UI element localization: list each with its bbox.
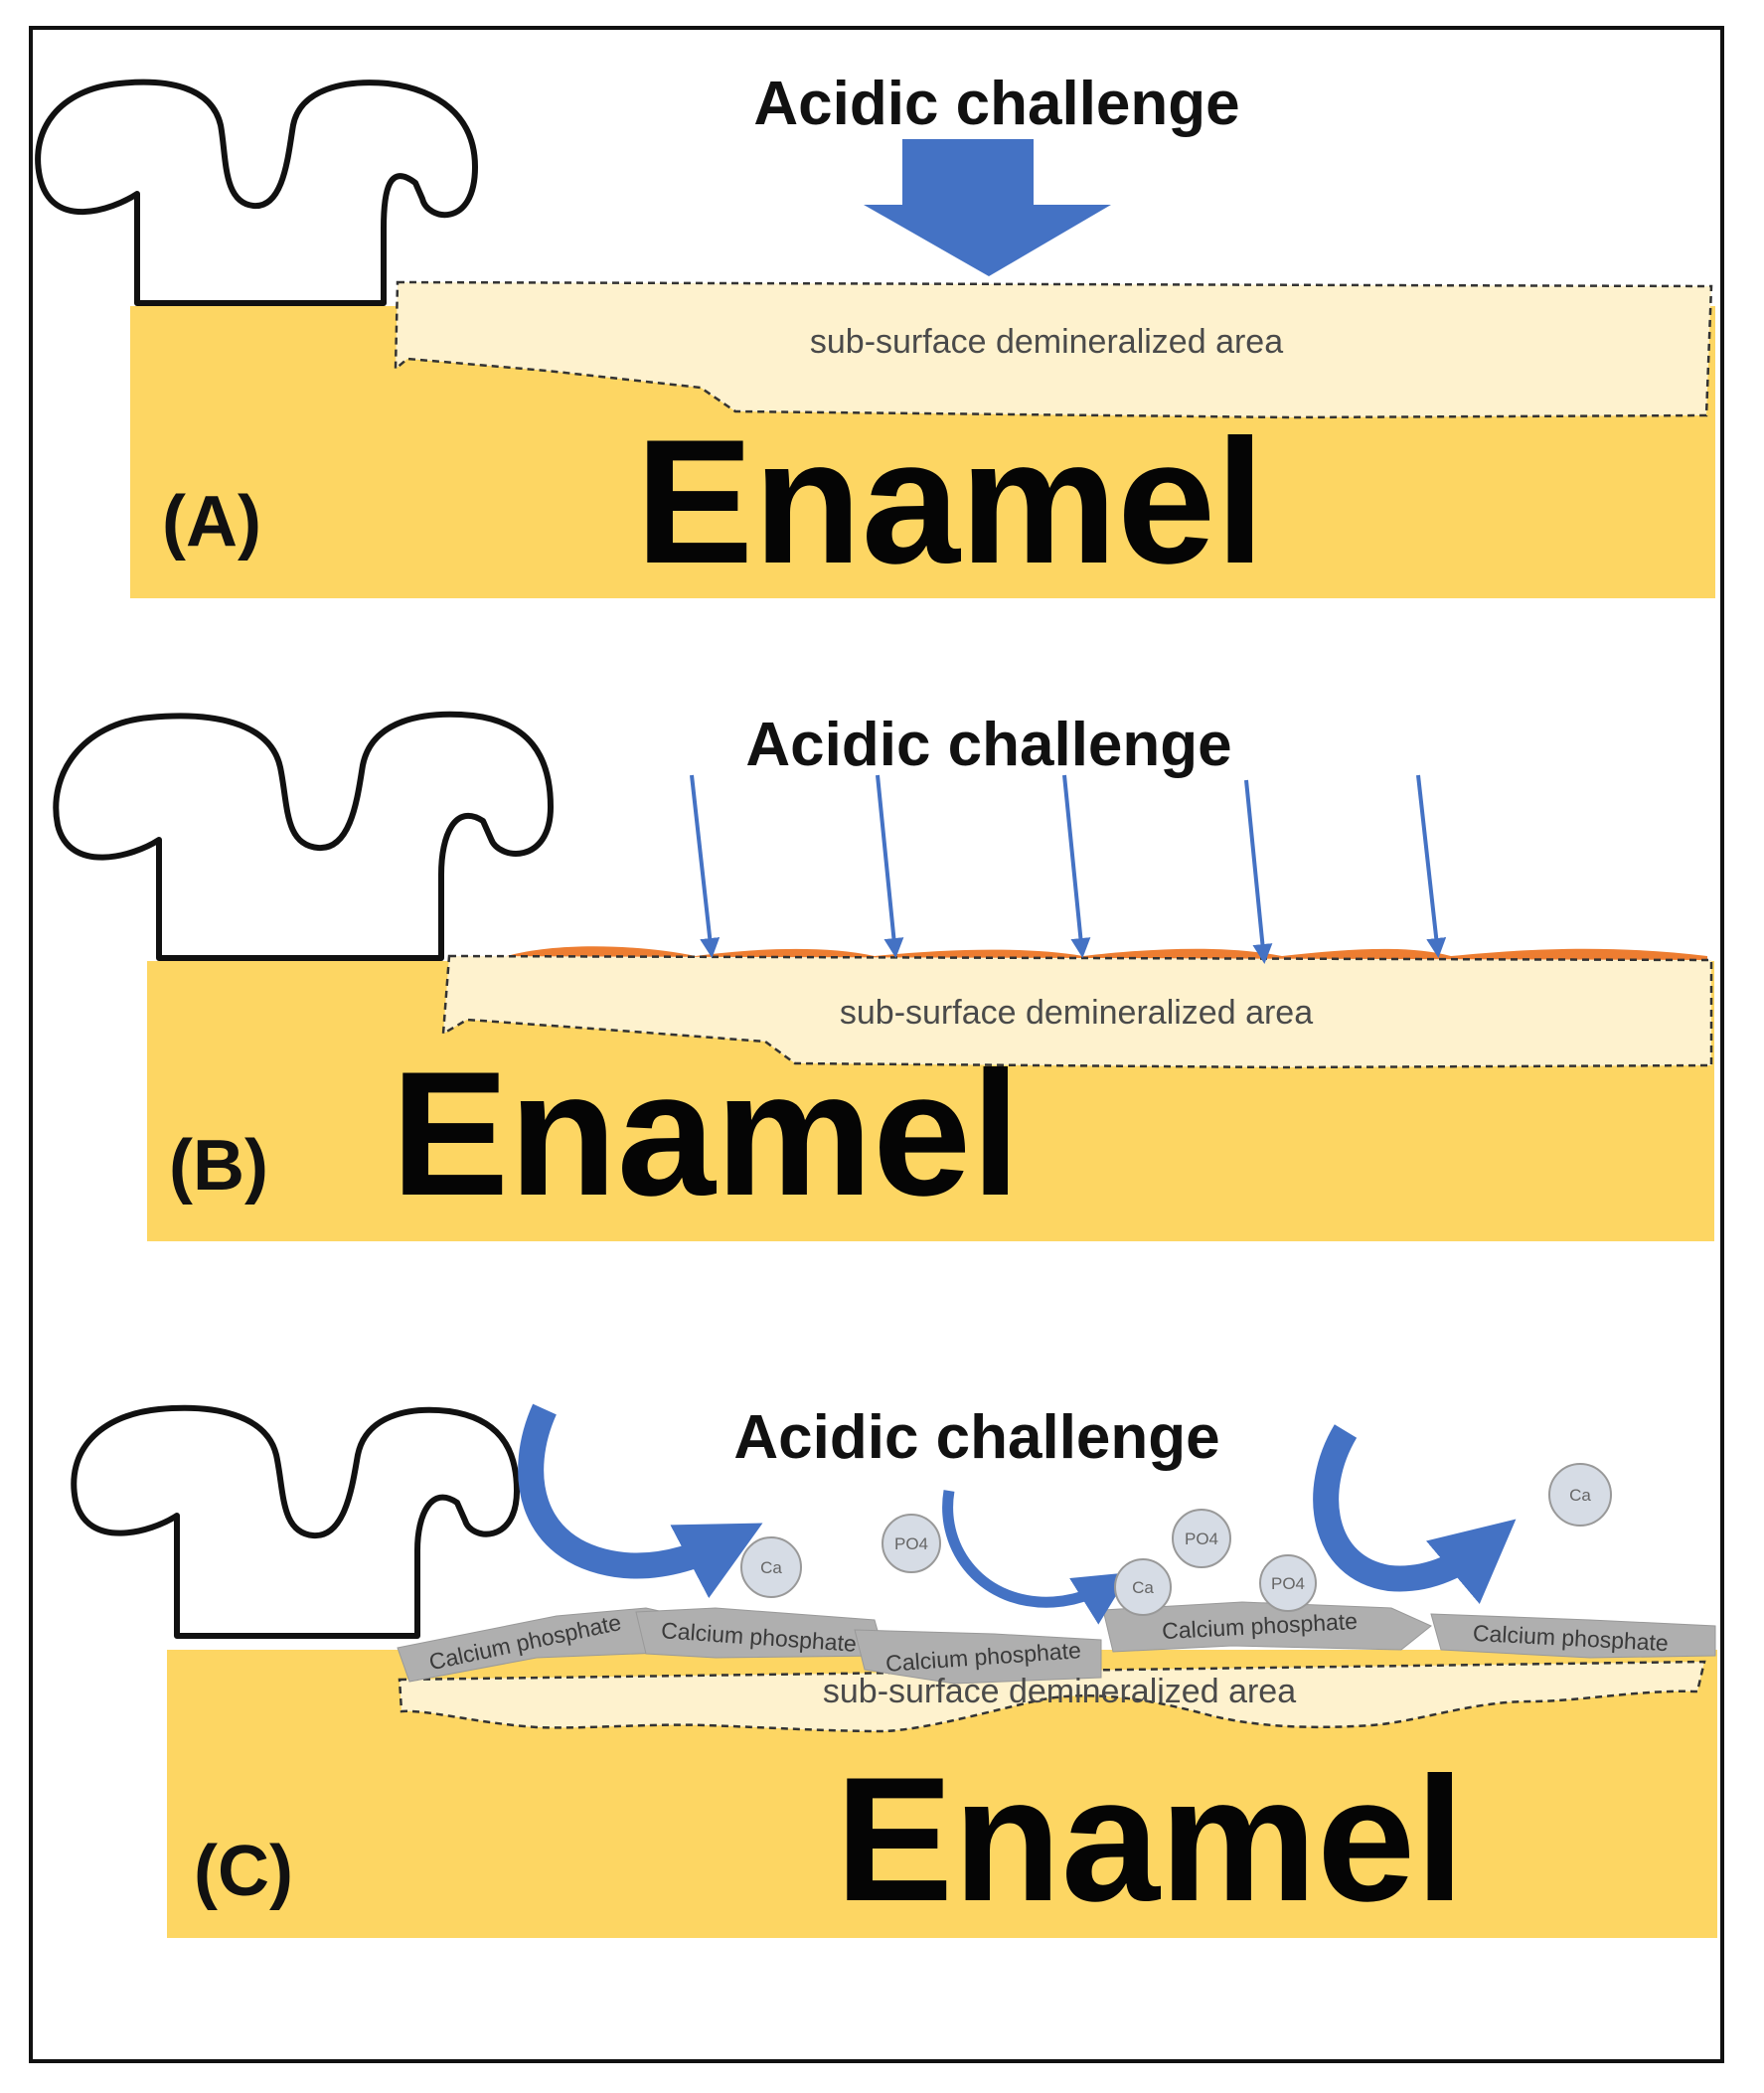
bracket-outline-b — [53, 711, 554, 961]
phosphate-ion — [882, 1514, 941, 1573]
ion-label: Ca — [760, 1558, 782, 1577]
calcium-ion — [1548, 1463, 1612, 1527]
curved-arrow-c — [942, 1490, 1131, 1625]
panel-label-a: (A) — [162, 482, 261, 562]
curved-arrows-c — [518, 1403, 1517, 1625]
ion-label: PO4 — [894, 1534, 928, 1553]
enamel-label-b: Enamel — [391, 1035, 1020, 1232]
calcium-ion — [740, 1536, 802, 1598]
calcium-phosphate-layer-c — [397, 1601, 1716, 1685]
panel-c: Calcium phosphate Calcium phosphate Calc… — [71, 1403, 1717, 1938]
curved-arrow-c — [1313, 1424, 1517, 1605]
ion-label: Ca — [1569, 1486, 1591, 1505]
subsurface-area-b — [441, 954, 1713, 1069]
acid-arrow-b — [690, 774, 721, 958]
acid-arrow-b — [876, 774, 904, 958]
subsurface-area-a — [394, 280, 1713, 419]
panel-title-a: Acidic challenge — [753, 70, 1239, 138]
panel-label-b: (B) — [169, 1126, 268, 1206]
bracket-outline-a — [35, 79, 478, 306]
subsurface-area-c — [398, 1660, 1706, 1733]
acid-down-arrow-a — [864, 139, 1111, 276]
phosphate-ion — [1172, 1509, 1231, 1568]
enamel-label-c: Enamel — [835, 1740, 1464, 1938]
calcium-ion — [1114, 1558, 1172, 1616]
calcium-phosphate-deposit — [854, 1629, 1102, 1685]
subsurface-label-b: sub-surface demineralized area — [840, 994, 1313, 1032]
subsurface-label-c: sub-surface demineralized area — [823, 1673, 1296, 1710]
panel-title-c: Acidic challenge — [733, 1403, 1219, 1472]
panel-a: Acidic challenge sub-surface demineraliz… — [35, 70, 1715, 600]
ion-label: PO4 — [1185, 1530, 1218, 1548]
panel-title-b: Acidic challenge — [745, 711, 1231, 779]
acid-arrow-b — [1062, 774, 1091, 958]
phosphate-ion — [1259, 1554, 1317, 1612]
ion-label: PO4 — [1271, 1574, 1305, 1593]
enamel-label-a: Enamel — [635, 402, 1264, 600]
calcium-phosphate-deposit — [1430, 1613, 1716, 1659]
acid-arrow-b — [1244, 779, 1273, 964]
subsurface-label-a: sub-surface demineralized area — [810, 323, 1283, 361]
acid-arrow-b — [1416, 774, 1447, 958]
panel-label-c: (C) — [194, 1832, 293, 1911]
ions-c: Ca PO4 PO4 Ca PO4 Ca — [740, 1463, 1612, 1616]
curved-arrow-c — [518, 1403, 763, 1599]
bracket-outline-c — [71, 1404, 520, 1639]
panel-b: Acidic challenge sub-surface demineraliz… — [53, 711, 1714, 1241]
acid-arrows-b — [690, 774, 1447, 964]
ion-label: Ca — [1132, 1578, 1154, 1597]
